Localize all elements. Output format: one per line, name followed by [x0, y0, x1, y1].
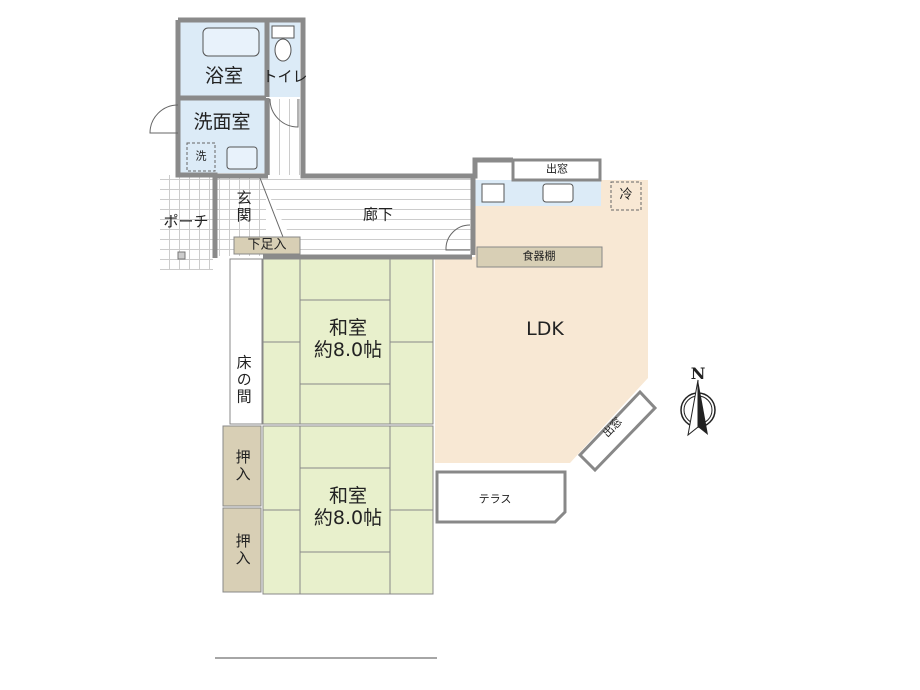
compass-north-label: N	[690, 363, 706, 383]
corridor-area	[260, 178, 472, 255]
closet-2-area	[222, 507, 262, 593]
sink-icon	[226, 146, 258, 170]
toilet-icon	[271, 25, 295, 39]
bay-window-top-label: 出窓	[546, 162, 568, 176]
washer-label: 洗	[195, 149, 207, 163]
corridor-label: 廊下	[362, 205, 394, 224]
washroom-label: 洗面室	[193, 111, 251, 134]
washitsu-2-label: 和室 約8.0帖	[313, 485, 383, 530]
cupboard-label: 食器棚	[522, 249, 556, 263]
bay-window-side	[577, 389, 658, 473]
bathtub-icon	[202, 27, 260, 57]
bay-window-top	[511, 158, 602, 182]
compass-icon	[680, 379, 716, 437]
porch-label: ポーチ	[163, 212, 209, 231]
entrance-label: 玄関	[234, 190, 253, 224]
door-swing	[445, 224, 471, 251]
fridge-label: 冷	[619, 187, 633, 203]
terrace-area	[435, 470, 567, 524]
washer-icon	[186, 142, 216, 172]
fridge-icon	[610, 181, 642, 211]
cupboard-shape	[476, 246, 603, 268]
door-swing	[269, 98, 299, 128]
tokonoma-label: 床の間	[234, 354, 253, 406]
toilet-label: トイレ	[262, 67, 308, 86]
closet-2-label: 押入	[233, 533, 252, 567]
washitsu-2-size: 約8.0帖	[313, 507, 383, 529]
washitsu-1-size: 約8.0帖	[313, 339, 383, 361]
closet-1-area	[222, 425, 262, 507]
bath-label: 浴室	[204, 65, 244, 88]
shoe-storage-label: 下足入	[247, 237, 287, 253]
washitsu-2-name: 和室	[328, 485, 367, 508]
door-swing	[149, 104, 179, 134]
closet-1-label: 押入	[233, 449, 252, 483]
stove-icon	[481, 183, 505, 203]
shoe-storage-shape	[233, 236, 301, 255]
washitsu-1-label: 和室 約8.0帖	[313, 317, 383, 362]
porch-area	[160, 175, 213, 270]
washitsu-1-name: 和室	[328, 317, 367, 340]
tokonoma-area	[229, 258, 263, 425]
ldk-label: LDK	[526, 318, 564, 341]
kitchen-sink-icon	[542, 183, 574, 203]
terrace-label: テラス	[478, 492, 512, 506]
